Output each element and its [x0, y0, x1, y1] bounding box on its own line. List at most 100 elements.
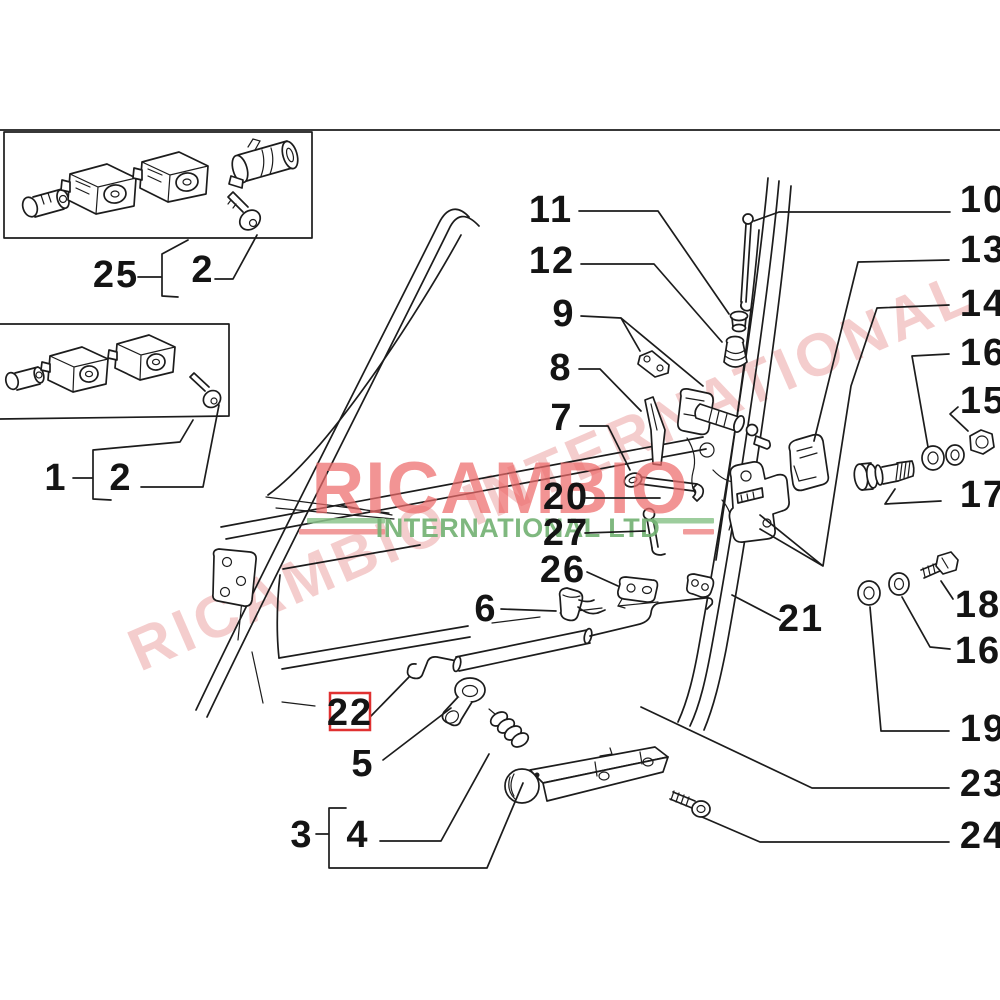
leader-14	[759, 304, 950, 567]
lock-assembly-b1	[40, 346, 109, 393]
stripe-red-right	[683, 529, 714, 535]
part-14-latch-assembly	[728, 461, 790, 543]
lock-assembly-a2	[132, 151, 209, 203]
part-label-4-17: 4	[346, 814, 369, 856]
leader-21	[731, 594, 781, 621]
leader-19	[869, 606, 950, 732]
part-spring	[488, 708, 530, 748]
part-label-12-5: 12	[529, 240, 575, 282]
part-label-2-3: 2	[109, 457, 132, 499]
leader-22	[370, 676, 410, 717]
part-label-2-1: 2	[191, 249, 214, 291]
part-27-pin	[642, 507, 666, 556]
lock-cylinder-small-b	[4, 366, 45, 391]
inset-box-key-set-b	[0, 323, 230, 420]
leader-2b	[140, 404, 220, 488]
leader-8	[578, 368, 642, 412]
part-20-link-lever	[623, 472, 705, 502]
leader-18	[940, 580, 954, 600]
leader-4	[379, 753, 490, 842]
parts	[406, 213, 995, 818]
part-label-8-7: 8	[549, 347, 572, 389]
leader-12	[580, 263, 723, 343]
leader-24	[701, 816, 950, 843]
part-16-washer-mid	[945, 444, 965, 466]
part-3-4-interior-handle	[504, 746, 669, 804]
part-label-5-15: 5	[351, 743, 374, 785]
part-18-bolt	[920, 551, 959, 579]
leader-17	[884, 488, 942, 505]
leader-15	[949, 406, 969, 432]
part-17-striker-screw	[853, 460, 915, 491]
leader-16-upper	[911, 353, 950, 448]
leader-5	[382, 707, 452, 761]
part-label-18-24: 18	[955, 584, 1000, 626]
part-label-9-6: 9	[552, 293, 575, 335]
leader-7	[579, 425, 631, 471]
part-15-nut	[969, 429, 995, 455]
part-16-washer-upper	[921, 445, 945, 471]
leader-lines	[72, 210, 969, 869]
part-label-16-21: 16	[960, 332, 1000, 374]
highlight-box-part-22	[328, 691, 372, 732]
part-26-clip-plate	[617, 576, 659, 609]
part-24-screw	[669, 790, 711, 818]
part-label-14-20: 14	[960, 283, 1000, 325]
part-label-10-18: 10	[960, 179, 1000, 221]
leader-10	[753, 211, 951, 222]
part-label-20-9: 20	[543, 476, 589, 518]
key-a	[227, 191, 262, 231]
part-16-washer-lower	[888, 572, 910, 596]
inset-box-key-set-a	[3, 131, 313, 239]
part-label-26-11: 26	[540, 549, 586, 591]
part-label-25-0: 25	[93, 254, 139, 296]
lock-assembly-a1	[60, 163, 137, 215]
leader-6	[500, 608, 557, 612]
part-10-lock-knob-rod	[740, 213, 754, 312]
stripe-green-right	[652, 518, 714, 524]
leader-1-bracket	[72, 419, 194, 501]
part-21-plate	[686, 573, 715, 598]
hinge-plate	[212, 548, 257, 607]
part-22-lock-rod	[406, 597, 714, 680]
part-label-11-4: 11	[529, 189, 573, 231]
part-label-16-25: 16	[955, 630, 1000, 672]
part-label-3-16: 3	[290, 814, 313, 856]
part-11-grommet	[729, 310, 749, 333]
part-label-15-22: 15	[960, 380, 1000, 422]
leader-3	[315, 782, 524, 869]
brand-watermark: RICAMBIO INTERNATIONAL LTD	[299, 448, 714, 543]
part-label-1-2: 1	[44, 457, 67, 499]
part-19-washer	[857, 580, 881, 606]
stripe-green-left	[307, 518, 385, 524]
part-label-24-28: 24	[960, 815, 1000, 857]
part-label-7-8: 7	[550, 397, 573, 439]
part-label-13-19: 13	[960, 229, 1000, 271]
leader-16-lower	[901, 596, 951, 650]
lock-assembly-b2	[107, 334, 176, 381]
leader-25-bracket	[137, 239, 189, 298]
brand-watermark-subtitle: INTERNATIONAL LTD	[376, 513, 660, 543]
part-9-bracket	[637, 350, 670, 378]
part-label-23-27: 23	[960, 763, 1000, 805]
part-7-door-lock-cylinder	[677, 388, 771, 450]
part-8-lever-blade	[644, 396, 666, 466]
leader-26	[586, 571, 619, 587]
part-label-6-12: 6	[474, 588, 497, 630]
part-5-bushing	[441, 677, 486, 727]
part-13-channel	[788, 433, 830, 492]
part-label-27-10: 27	[543, 512, 589, 554]
part-label-19-26: 19	[960, 708, 1000, 750]
lock-cylinder-small-a	[21, 188, 70, 218]
part-label-22-14: 22	[327, 692, 373, 734]
leader-2a	[214, 234, 258, 280]
part-6-grommet	[558, 587, 606, 622]
part-label-21-13: 21	[778, 598, 824, 640]
leader-11	[578, 210, 730, 315]
part-label-17-23: 17	[960, 474, 1000, 516]
part-12-bush	[723, 335, 748, 368]
leader-9	[580, 315, 704, 387]
